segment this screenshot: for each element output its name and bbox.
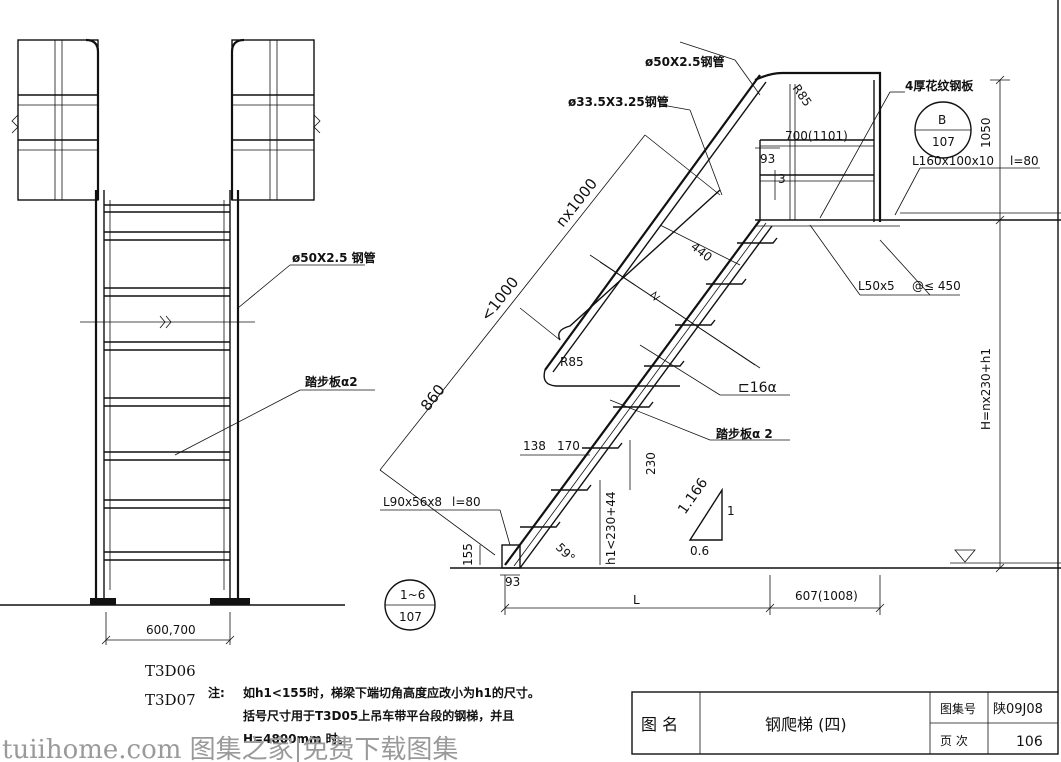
dim-230: 230 (644, 452, 658, 475)
bubble-16-number: 107 (399, 610, 422, 624)
title-block (631, 0, 1059, 755)
dim-440: 440 (688, 239, 715, 264)
title-name-value: 钢爬梯 (四) (765, 715, 847, 734)
angle-59: 59° (553, 540, 578, 565)
length-right-label: l=80 (1010, 154, 1039, 168)
dim-155: 155 (461, 543, 475, 566)
model-code-2: T3D07 (145, 691, 196, 709)
atlas-number-value: 陕09J08 (993, 702, 1043, 717)
slope-hyp: 1.166 (675, 475, 711, 517)
page-number-value: 106 (1016, 734, 1043, 750)
bubble-b-number: 107 (932, 135, 955, 149)
watermark-text: tuiihome.com 图集之家|免费下载图集 (2, 735, 458, 762)
dim-l: L (633, 593, 640, 607)
plate-label: 4厚花纹钢板 (905, 78, 974, 93)
radius-top: R85 (790, 82, 815, 109)
dim-860: 860 (417, 381, 449, 415)
bubble-16-range: 1~6 (400, 588, 425, 602)
angle-l160-label: L160x100x10 (912, 154, 994, 168)
pipe-label-front: ø50X2.5 钢管 (292, 250, 376, 265)
dim-1050: 1050 (979, 117, 993, 148)
tread-label-side: 踏步板α 2 (716, 426, 773, 441)
dim-h1: h1<230+44 (604, 491, 618, 565)
note-line-1: 如h1<155时，梯梁下端切角高度应改小为h1的尺寸。 (243, 685, 540, 700)
dim-138: 138 (523, 439, 546, 453)
tread-label-front: 踏步板α2 (305, 374, 358, 389)
front-elevation (0, 38, 375, 645)
angle-l90-label: L90x56x8 (383, 495, 442, 509)
dim-607: 607(1008) (795, 589, 858, 603)
note-line-3: H=4800mm 时。 (243, 731, 350, 746)
dim-700: 700(1101) (785, 129, 848, 143)
dim-height: H=nx230+h1 (979, 348, 993, 430)
bubble-b-letter: B (938, 113, 946, 127)
pipe-small-label: ø33.5X3.25钢管 (568, 94, 669, 109)
pipe-label-top: ø50X2.5钢管 (645, 54, 724, 69)
model-code-1: T3D06 (145, 662, 196, 680)
dim-93-top: 93 (760, 152, 775, 166)
atlas-number-label: 图集号 (940, 701, 976, 716)
radius-mid: R85 (560, 355, 584, 369)
slope-rise: 1 (727, 504, 735, 518)
page-number-label: 页 次 (940, 734, 968, 748)
channel-label: ⊏16α (738, 380, 777, 396)
dim-3: 3 (778, 172, 786, 186)
side-elevation (379, 41, 1061, 631)
width-dimension: 600,700 (146, 623, 196, 637)
spacing-label: @≤ 450 (912, 279, 961, 293)
dim-170: 170 (557, 439, 580, 453)
angle-l50-label: L50x5 (858, 279, 895, 293)
dim-93-bottom: 93 (505, 575, 520, 589)
slope-run: 0.6 (690, 544, 709, 558)
note-line-2: 括号尺寸用于T3D05上吊车带平台段的钢梯，并且 (243, 708, 514, 723)
length-left-label: l=80 (452, 495, 481, 509)
note-prefix: 注: (208, 685, 225, 700)
title-name-label: 图 名 (641, 715, 678, 734)
